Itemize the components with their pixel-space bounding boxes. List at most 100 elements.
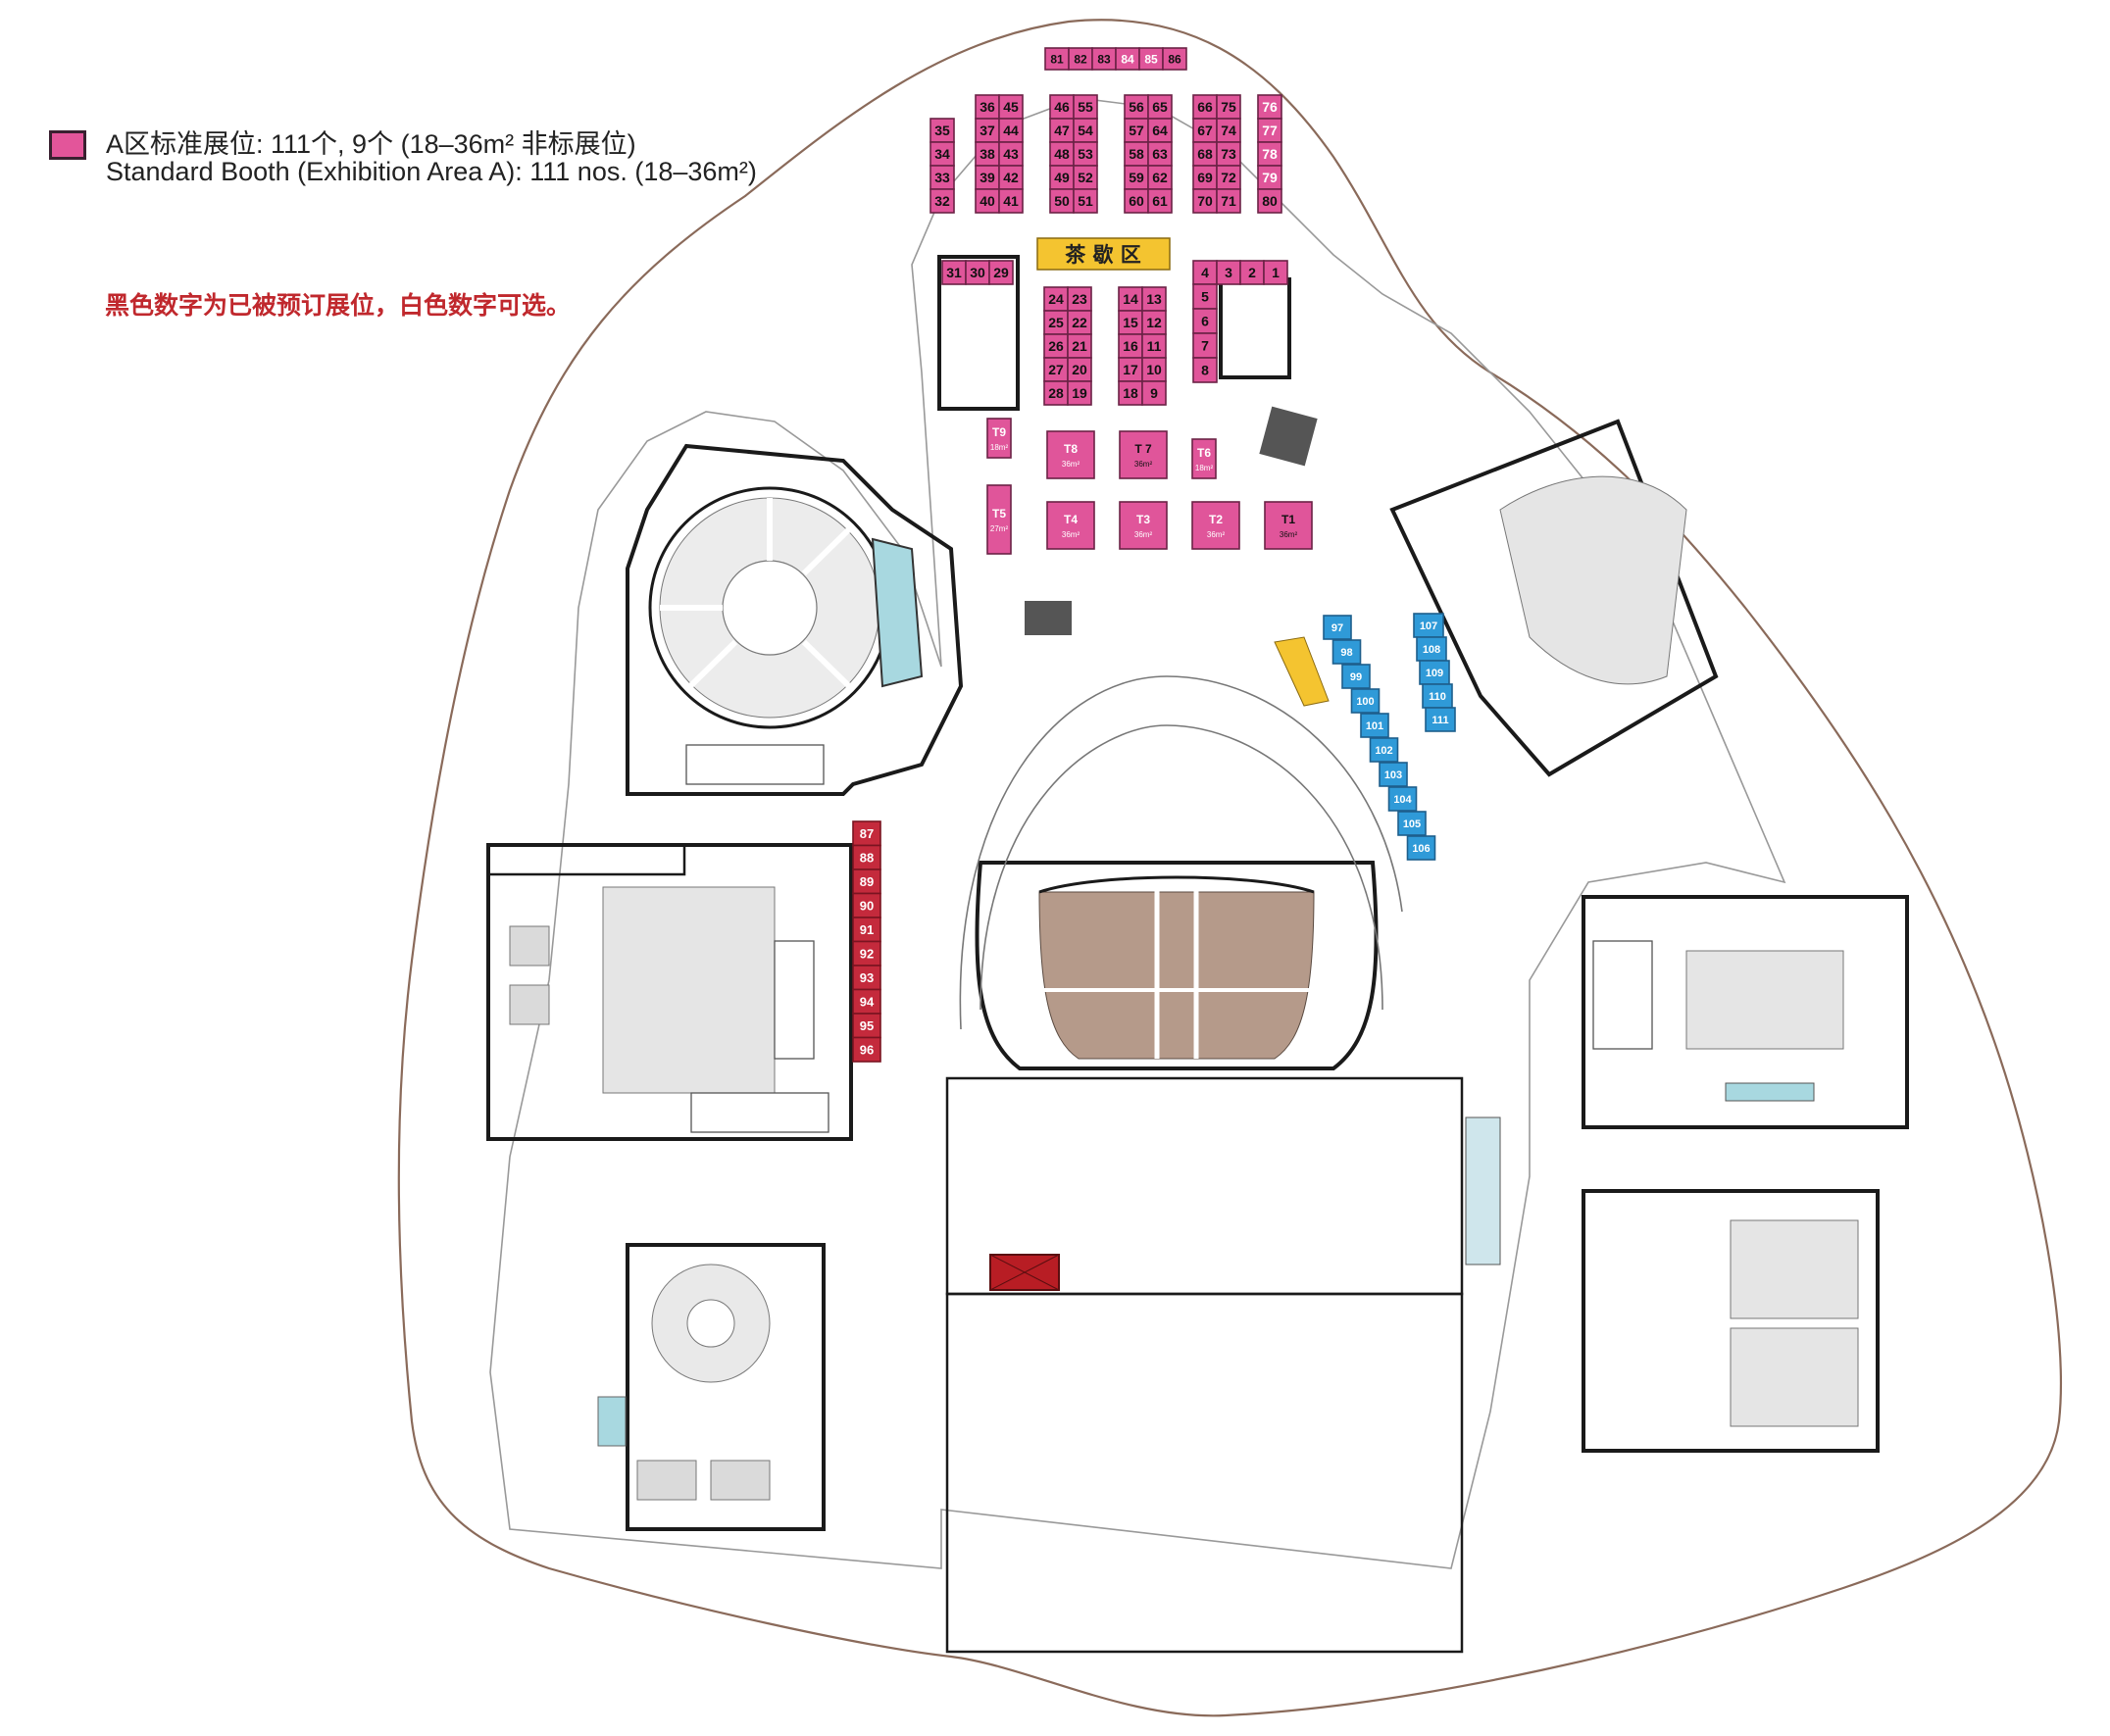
booth-70[interactable]: 70 xyxy=(1192,188,1218,214)
booth-111[interactable]: 111 xyxy=(1425,707,1456,732)
booth-3[interactable]: 3 xyxy=(1216,260,1241,285)
booth-2[interactable]: 2 xyxy=(1239,260,1265,285)
booth-36[interactable]: 36 xyxy=(975,94,1000,120)
booth-105[interactable]: 105 xyxy=(1397,811,1427,836)
booth-11[interactable]: 11 xyxy=(1141,333,1167,359)
booth-94[interactable]: 94 xyxy=(852,988,881,1015)
booth-16[interactable]: 16 xyxy=(1118,333,1143,359)
booth-17[interactable]: 17 xyxy=(1118,357,1143,382)
booth-48[interactable]: 48 xyxy=(1049,141,1075,167)
booth-62[interactable]: 62 xyxy=(1147,165,1173,190)
booth-63[interactable]: 63 xyxy=(1147,141,1173,167)
booth-56[interactable]: 56 xyxy=(1124,94,1149,120)
booth-102[interactable]: 102 xyxy=(1369,737,1399,763)
booth-80[interactable]: 80 xyxy=(1257,188,1282,214)
booth-81[interactable]: 81 xyxy=(1044,47,1070,71)
booth-41[interactable]: 41 xyxy=(998,188,1024,214)
booth-92[interactable]: 92 xyxy=(852,940,881,967)
booth-89[interactable]: 89 xyxy=(852,868,881,895)
booth-61[interactable]: 61 xyxy=(1147,188,1173,214)
booth-5[interactable]: 5 xyxy=(1192,283,1218,310)
booth-109[interactable]: 109 xyxy=(1419,660,1450,685)
booth-95[interactable]: 95 xyxy=(852,1013,881,1039)
booth-9[interactable]: 9 xyxy=(1141,380,1167,406)
booth-37[interactable]: 37 xyxy=(975,118,1000,143)
booth-26[interactable]: 26 xyxy=(1043,333,1069,359)
booth-40[interactable]: 40 xyxy=(975,188,1000,214)
booth-1[interactable]: 1 xyxy=(1263,260,1288,285)
booth-66[interactable]: 66 xyxy=(1192,94,1218,120)
booth-35[interactable]: 35 xyxy=(929,118,955,143)
booth-107[interactable]: 107 xyxy=(1413,613,1444,638)
booth-50[interactable]: 50 xyxy=(1049,188,1075,214)
booth-75[interactable]: 75 xyxy=(1216,94,1241,120)
booth-77[interactable]: 77 xyxy=(1257,118,1282,143)
booth-39[interactable]: 39 xyxy=(975,165,1000,190)
booth-25[interactable]: 25 xyxy=(1043,310,1069,335)
booth-106[interactable]: 106 xyxy=(1406,835,1436,861)
booth-108[interactable]: 108 xyxy=(1416,636,1447,662)
booth-20[interactable]: 20 xyxy=(1067,357,1092,382)
booth-74[interactable]: 74 xyxy=(1216,118,1241,143)
booth-28[interactable]: 28 xyxy=(1043,380,1069,406)
booth-45[interactable]: 45 xyxy=(998,94,1024,120)
booth-32[interactable]: 32 xyxy=(929,188,955,214)
booth-73[interactable]: 73 xyxy=(1216,141,1241,167)
booth-104[interactable]: 104 xyxy=(1387,786,1418,812)
booth-38[interactable]: 38 xyxy=(975,141,1000,167)
booth-98[interactable]: 98 xyxy=(1331,639,1362,665)
booth-110[interactable]: 110 xyxy=(1422,683,1453,709)
booth-72[interactable]: 72 xyxy=(1216,165,1241,190)
booth-52[interactable]: 52 xyxy=(1073,165,1098,190)
booth-23[interactable]: 23 xyxy=(1067,286,1092,312)
tea-break-area[interactable]: 茶 歇 区 xyxy=(1036,237,1171,271)
booth-8[interactable]: 8 xyxy=(1192,357,1218,383)
booth-55[interactable]: 55 xyxy=(1073,94,1098,120)
booth-60[interactable]: 60 xyxy=(1124,188,1149,214)
booth-65[interactable]: 65 xyxy=(1147,94,1173,120)
booth-44[interactable]: 44 xyxy=(998,118,1024,143)
booth-13[interactable]: 13 xyxy=(1141,286,1167,312)
booth-21[interactable]: 21 xyxy=(1067,333,1092,359)
booth-49[interactable]: 49 xyxy=(1049,165,1075,190)
booth-99[interactable]: 99 xyxy=(1341,664,1371,689)
booth-71[interactable]: 71 xyxy=(1216,188,1241,214)
booth-53[interactable]: 53 xyxy=(1073,141,1098,167)
booth-18[interactable]: 18 xyxy=(1118,380,1143,406)
booth-96[interactable]: 96 xyxy=(852,1036,881,1063)
booth-82[interactable]: 82 xyxy=(1068,47,1093,71)
booth-30[interactable]: 30 xyxy=(965,260,990,285)
booth-27[interactable]: 27 xyxy=(1043,357,1069,382)
booth-24[interactable]: 24 xyxy=(1043,286,1069,312)
booth-67[interactable]: 67 xyxy=(1192,118,1218,143)
booth-103[interactable]: 103 xyxy=(1379,762,1408,787)
booth-93[interactable]: 93 xyxy=(852,965,881,991)
booth-59[interactable]: 59 xyxy=(1124,165,1149,190)
booth-85[interactable]: 85 xyxy=(1138,47,1164,71)
booth-97[interactable]: 97 xyxy=(1323,615,1352,640)
booth-83[interactable]: 83 xyxy=(1091,47,1117,71)
booth-69[interactable]: 69 xyxy=(1192,165,1218,190)
booth-33[interactable]: 33 xyxy=(929,165,955,190)
booth-4[interactable]: 4 xyxy=(1192,260,1218,285)
booth-54[interactable]: 54 xyxy=(1073,118,1098,143)
booth-76[interactable]: 76 xyxy=(1257,94,1282,120)
booth-47[interactable]: 47 xyxy=(1049,118,1075,143)
booth-46[interactable]: 46 xyxy=(1049,94,1075,120)
booth-19[interactable]: 19 xyxy=(1067,380,1092,406)
booth-7[interactable]: 7 xyxy=(1192,332,1218,359)
booth-22[interactable]: 22 xyxy=(1067,310,1092,335)
booth-43[interactable]: 43 xyxy=(998,141,1024,167)
booth-68[interactable]: 68 xyxy=(1192,141,1218,167)
booth-12[interactable]: 12 xyxy=(1141,310,1167,335)
booth-58[interactable]: 58 xyxy=(1124,141,1149,167)
